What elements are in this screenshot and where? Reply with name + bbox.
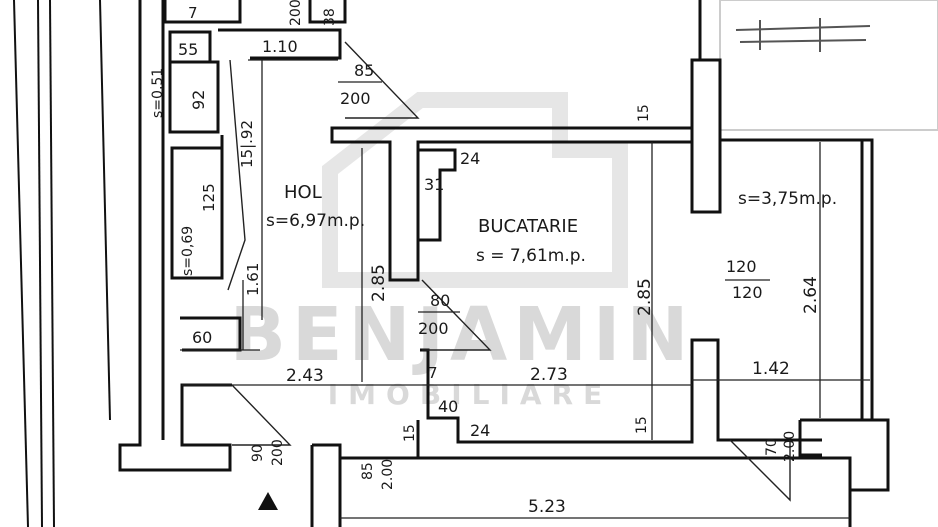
dim-7-top: 7 [188, 4, 198, 22]
door-swing-bottom-right [729, 439, 791, 502]
dim-142: 1.42 [752, 359, 790, 379]
room-hol-area: s=6,97m.p. [266, 211, 365, 231]
dim-285-hol: 2.85 [369, 264, 389, 302]
cell-left-bottom-area: s=0,69 [180, 226, 196, 276]
dim-273: 2.73 [530, 365, 568, 385]
dim-243: 2.43 [286, 366, 324, 386]
right-window-frame [719, 0, 938, 131]
dim-125: 125 [200, 183, 218, 212]
watermark-name: BENJAMIN [230, 292, 695, 378]
dim-31: 31 [424, 175, 444, 194]
dim-40: 40 [438, 397, 458, 416]
door-85-top-width: 85 [354, 61, 374, 80]
door-swing-middle [421, 279, 492, 351]
dim-285-bucatarie: 2.85 [635, 278, 655, 316]
top-right-scribble [735, 18, 871, 52]
dim-264: 2.64 [801, 276, 821, 314]
dim-161: 1.61 [244, 263, 262, 296]
room-balcon-area: s=3,75m.p. [738, 189, 837, 209]
dim-110: 1.10 [262, 37, 298, 56]
dim-7: 7 [428, 364, 438, 382]
dim-200-top: 200 [288, 0, 304, 26]
door-swings [227, 41, 791, 502]
dim-24-bottom: 24 [470, 421, 490, 440]
door-85-bottom-width: 85 [360, 462, 376, 480]
window-70-height: 2.00 [782, 431, 798, 462]
door-85-bottom-height: 2.00 [380, 459, 396, 490]
dim-38: 38 [322, 8, 338, 26]
dim-15-92: 15|.92 [238, 120, 256, 168]
dim-15-bottom: 15 [634, 416, 650, 434]
room-bucatarie-name: BUCATARIE [478, 216, 578, 237]
watermark-house-icon [322, 92, 628, 288]
door-swing-top [344, 41, 420, 119]
dim-24-top: 24 [460, 149, 480, 168]
door-85-top-height: 200 [340, 89, 371, 108]
window-120-height: 120 [732, 283, 763, 302]
door-80-height: 200 [418, 319, 449, 338]
door-90-width: 90 [250, 444, 266, 462]
dim-523: 5.23 [528, 497, 566, 517]
dim-15-left: 15 [402, 424, 418, 442]
window-120-width: 120 [726, 257, 757, 276]
dim-92: 92 [189, 90, 208, 110]
watermark-tagline: IMOBILIARE [328, 378, 612, 411]
north-arrow-icon [258, 492, 278, 510]
walls [118, 0, 890, 527]
left-outer-wall [13, 0, 111, 527]
room-bucatarie-area: s = 7,61m.p. [476, 246, 586, 266]
door-swing-left-cell [227, 59, 246, 291]
watermark: BENJAMIN IMOBILIARE [230, 92, 695, 411]
dim-55: 55 [178, 40, 198, 59]
window-70-width: 70 [764, 438, 780, 456]
dimension-lines [180, 59, 870, 519]
door-80-width: 80 [430, 291, 450, 310]
room-hol-name: HOL [284, 182, 322, 203]
door-90-height: 200 [270, 439, 286, 466]
door-swing-bottom-left [231, 384, 292, 446]
dim-15-top: 15 [636, 104, 652, 122]
labels: HOL s=6,97m.p. BUCATARIE s = 7,61m.p. s=… [150, 0, 837, 517]
cell-left-top-area: s=0,51 [150, 68, 166, 118]
dim-60: 60 [192, 328, 212, 347]
